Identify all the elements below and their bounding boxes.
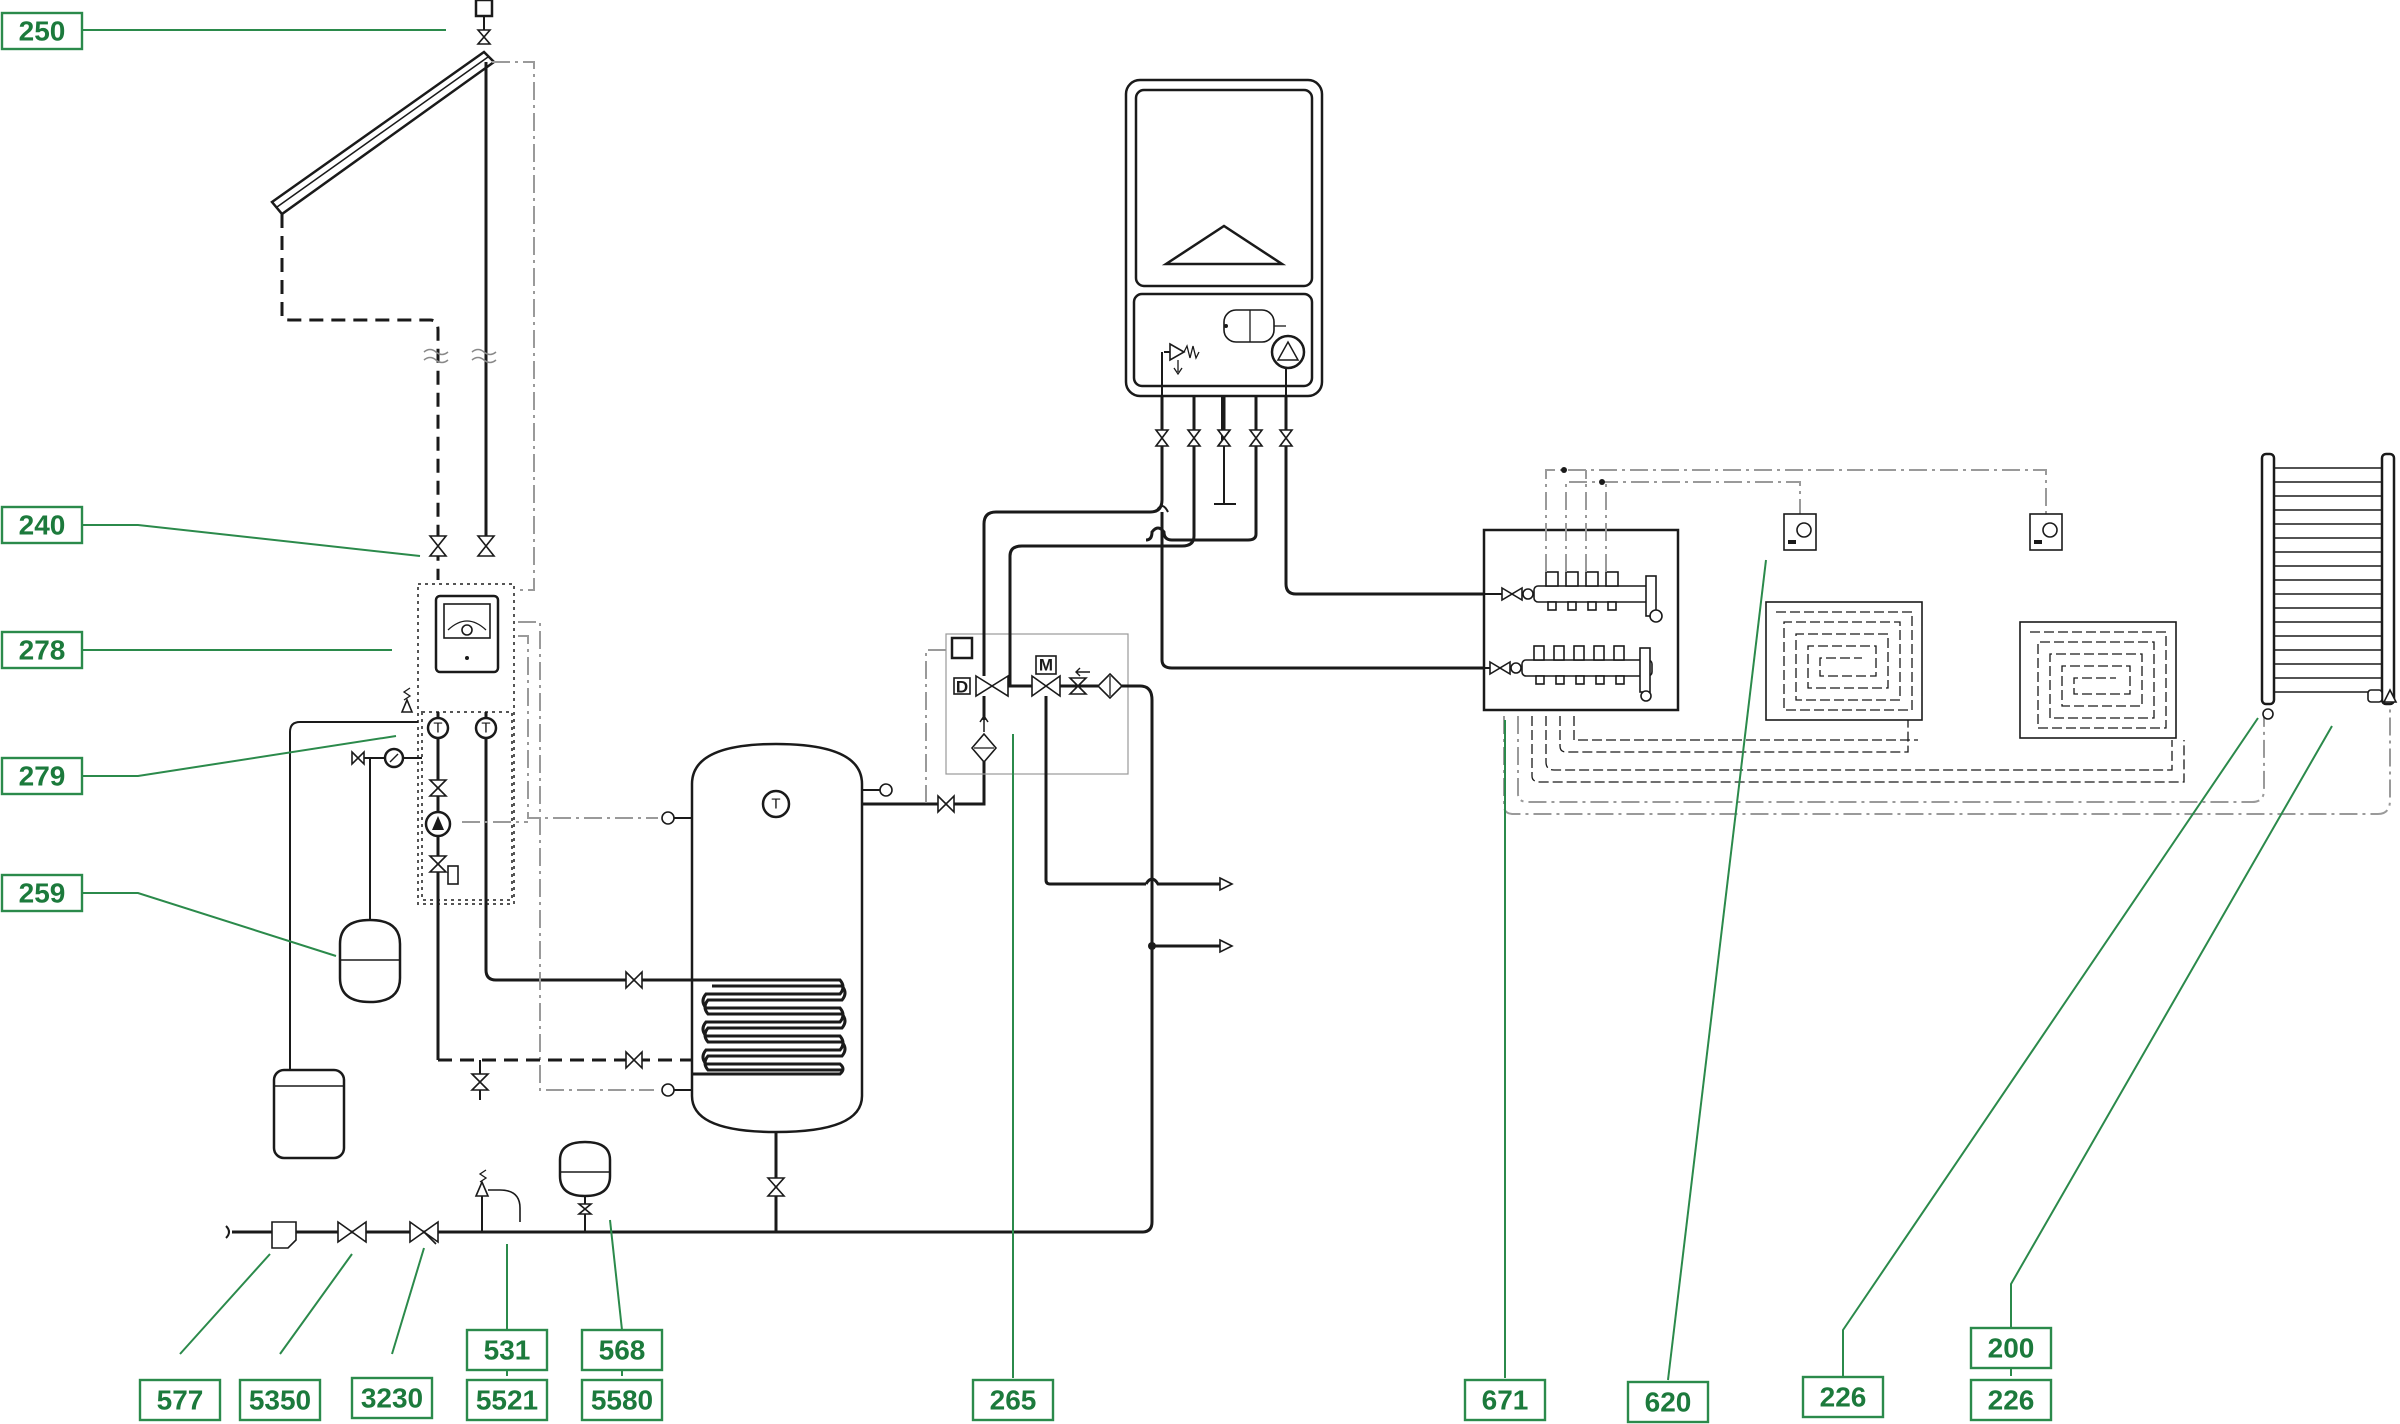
part-number: 568 [599,1335,646,1366]
solar-circuit-pipes [280,61,535,591]
part-label-620: 620 [1626,1380,1710,1424]
part-number: 531 [484,1335,531,1366]
shutoff-valve-icon [625,1050,643,1070]
part-label-568: 568 [580,1328,664,1372]
part-label-226-towel: 226 [1801,1375,1885,1419]
filter-icon [271,1221,297,1249]
mixing-group: D M [862,633,1234,954]
flow-valve-icon [428,855,448,873]
fill-valve-icon [351,750,365,766]
check-valve-icon [428,779,448,797]
leader-lines [82,29,2333,1381]
safety-valve-icon [474,1179,490,1197]
hot-water-outlet-icon [1219,876,1234,892]
air-vent-icon [474,0,494,18]
part-label-279: 279 [0,756,84,796]
part-number: 240 [19,510,66,541]
room-thermostat-2 [2029,513,2063,551]
motor-valve-icon [1031,674,1061,698]
thermometer-label: T [433,720,442,737]
part-label-5580: 5580 [580,1378,664,1422]
part-label-278: 278 [0,630,84,670]
thermometer-icon [426,716,450,740]
cold-water-outlet-icon [1219,938,1234,954]
part-number: 278 [19,635,66,666]
room-thermostat-1 [1783,513,1817,551]
solar-expansion-vessel [338,912,402,1004]
thermometer-label: T [481,720,490,737]
check-valve-icon [1068,677,1088,695]
part-number: 3230 [361,1383,423,1414]
safety-valve-icon [400,697,414,713]
part-labels: 250 240 278 279 259 577 5350 3230 [0,11,2053,1424]
mixer-controller-icon [950,636,974,660]
drain-valve-icon [470,1073,490,1091]
part-label-240: 240 [0,505,84,545]
towel-radiator [2260,452,2398,720]
motor-m-label: M [1039,656,1053,675]
shutoff-valve-icon [766,1177,786,1197]
shutoff-valve-icon [428,535,448,557]
part-label-5521: 5521 [465,1378,549,1422]
part-label-5350: 5350 [238,1378,322,1422]
part-number: 5580 [591,1385,653,1416]
solar-collector [270,0,496,216]
shutoff-valve-icon [337,1220,367,1244]
floor-heating-manifold [1482,467,2047,712]
part-label-531: 531 [465,1328,549,1372]
thermometer-icon [474,716,498,740]
thermostatic-mixer-icon [975,674,1009,698]
part-label-3230: 3230 [350,1376,434,1420]
flow-meter-icon [447,865,459,885]
part-number: 250 [19,16,66,47]
shutoff-valve-icon [937,794,955,814]
part-number: 577 [157,1385,204,1416]
part-number: 265 [990,1385,1037,1416]
part-number: 226 [1820,1382,1867,1413]
radiator-heater-icon [2367,689,2383,703]
solar-station: T T [289,583,658,1091]
vent-valve-icon [476,29,492,45]
radiator-valve-icon [2262,708,2274,720]
wall-hung-boiler [982,78,1504,686]
part-number: 279 [19,761,66,792]
part-label-671: 671 [1463,1378,1547,1422]
part-number: 226 [1988,1385,2035,1416]
tank-thermometer-label: T [771,796,780,813]
part-number: 259 [19,878,66,909]
coil-pipes [438,970,692,1100]
shutoff-valve-icon [625,970,643,990]
part-number: 5521 [476,1385,538,1416]
tank-thermometer-icon [761,789,791,819]
hot-water-storage-tank: T [661,742,893,1134]
floor-heating-loop-2 [1531,621,2185,783]
floor-heating-loop-1 [1559,601,1923,753]
dhw-expansion-vessel [558,1140,612,1198]
part-label-250: 250 [0,11,84,51]
collecting-tank [272,1068,346,1160]
part-number: 620 [1645,1387,1692,1418]
cold-water-line [225,700,1156,1249]
part-number: 200 [1988,1333,2035,1364]
part-label-259: 259 [0,873,84,913]
part-label-200: 200 [1969,1326,2053,1370]
mixer-d-label: D [956,678,968,697]
part-label-226-heater: 226 [1969,1378,2053,1422]
part-label-577: 577 [138,1378,222,1422]
part-number: 671 [1482,1385,1529,1416]
part-label-265: 265 [971,1378,1055,1422]
shutoff-valve-icon [476,535,496,557]
part-number: 5350 [249,1385,311,1416]
